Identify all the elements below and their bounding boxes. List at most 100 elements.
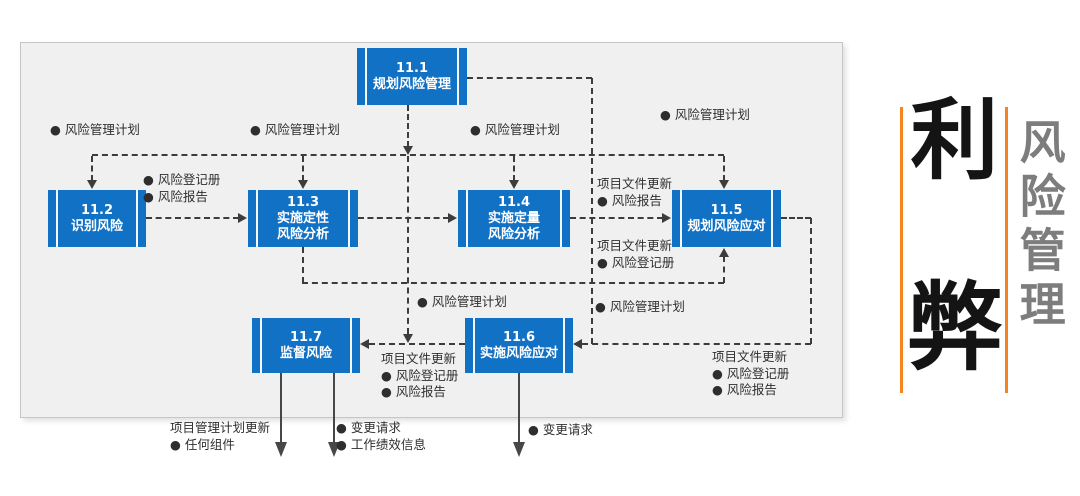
label-outputs-11-7-right: ● 变更请求● 工作绩效信息	[336, 420, 426, 453]
arrowhead-output-11-6	[513, 442, 525, 457]
arrowhead-into-11-4	[509, 180, 519, 189]
process-box-11-5: 11.5 规划风险应对	[672, 190, 781, 247]
arrowhead-into-11-5-top	[719, 180, 729, 189]
label-line: ● 风险报告	[143, 188, 208, 204]
connector-drop-11-5	[723, 156, 725, 181]
label-line: ● 风险登记册	[597, 254, 675, 270]
process-title: 风险分析	[276, 226, 329, 242]
arrowhead-into-11-2	[87, 180, 97, 189]
brand-char-top: 利	[910, 89, 999, 192]
arrowhead-onto-monitor-line	[403, 334, 413, 343]
label-line: ● 风险管理计划	[470, 122, 560, 137]
process-box-11-6: 11.6 实施风险应对	[465, 318, 573, 373]
brand-char-bottom: 弊	[906, 272, 1003, 384]
arrowhead-into-11-4-left	[448, 213, 457, 223]
process-title: 规划风险管理	[372, 76, 451, 92]
label-updates-into-11-6: 项目文件更新● 风险登记册● 风险报告	[712, 349, 789, 399]
output-arrow-11-7-right	[333, 373, 335, 443]
label-outputs-11-2: ● 风险登记册● 风险报告	[143, 172, 220, 205]
process-number: 11.3	[286, 194, 320, 210]
connector-11-3-to-11-4	[358, 217, 449, 219]
label-outputs-11-7-left: 项目管理计划更新● 任何组件	[170, 420, 270, 453]
connector-drop-11-4	[513, 156, 515, 181]
arrowhead-into-11-5-left	[662, 213, 671, 223]
process-number: 11.6	[502, 329, 536, 345]
label-updates-11-3-to-11-5: 项目文件更新● 风险登记册	[597, 238, 674, 271]
arrowhead-into-11-3-left	[238, 213, 247, 223]
label-rmp-to-11-6: ● 风险管理计划	[595, 299, 685, 316]
label-line: ● 风险登记册	[143, 172, 221, 187]
connector-11-1-right	[467, 77, 592, 79]
label-line: ● 风险报告	[381, 384, 446, 399]
label-line: ● 任何组件	[170, 436, 235, 452]
output-arrow-11-7-left	[280, 373, 282, 443]
label-rmp-to-11-4: ● 风险管理计划	[470, 122, 560, 139]
label-rmp-to-monitor-line: ● 风险管理计划	[417, 294, 507, 311]
label-line: ● 风险报告	[597, 192, 662, 208]
process-title: 实施定性	[276, 210, 329, 226]
connector-11-5-down-right	[810, 218, 812, 344]
connector-drop-11-2	[91, 156, 93, 181]
label-line: 项目文件更新	[712, 349, 788, 364]
label-updates-11-4-to-11-5: 项目文件更新● 风险报告	[597, 176, 672, 209]
label-line: ● 风险管理计划	[250, 122, 340, 137]
arrowhead-output-11-7-left	[275, 442, 287, 457]
process-title: 监督风险	[279, 345, 332, 361]
output-arrow-11-6	[518, 373, 520, 443]
process-title: 实施定量	[487, 210, 540, 226]
process-title: 规划风险应对	[687, 218, 766, 234]
label-line: ● 风险登记册	[712, 365, 790, 381]
connector-11-2-to-11-3	[146, 217, 239, 219]
connector-drop-11-3	[302, 156, 304, 181]
label-line: 项目文件更新	[597, 238, 673, 253]
accent-line-left	[900, 107, 903, 393]
label-rmp-to-11-3: ● 风险管理计划	[250, 122, 340, 139]
connector-11-1-down-lower	[407, 156, 409, 334]
label-line: ● 风险管理计划	[50, 122, 140, 137]
label-line: 项目文件更新	[381, 351, 457, 366]
label-line: ● 风险管理计划	[417, 294, 507, 309]
label-line: ● 风险报告	[712, 382, 777, 397]
arrowhead-into-11-5-bottom	[719, 248, 729, 257]
process-title: 风险分析	[487, 226, 540, 242]
label-line: ● 风险管理计划	[595, 299, 685, 314]
process-box-11-1: 11.1 规划风险管理	[357, 48, 467, 105]
connector-11-1-down	[407, 105, 409, 147]
arrowhead-output-11-7-right	[328, 442, 340, 457]
process-box-11-7: 11.7 监督风险	[252, 318, 360, 373]
label-line: 项目管理计划更新	[170, 420, 271, 435]
arrowhead-into-11-3	[298, 180, 308, 189]
connector-11-3-to-11-5-bottom	[302, 282, 724, 284]
process-title: 实施风险应对	[479, 345, 558, 361]
process-number: 11.5	[710, 202, 743, 218]
process-box-11-2: 11.2 识别风险	[48, 190, 146, 247]
arrowhead-11-1-to-row	[403, 146, 413, 155]
process-number: 11.7	[289, 329, 323, 345]
process-number: 11.2	[80, 202, 114, 218]
label-line: ● 变更请求	[336, 420, 401, 435]
connector-11-6-to-11-7	[369, 343, 465, 345]
label-line: ● 工作绩效信息	[336, 436, 426, 452]
connector-return-into-11-6	[582, 343, 811, 345]
label-line: ● 风险管理计划	[660, 107, 750, 122]
connector-11-4-to-11-5	[570, 217, 663, 219]
process-number: 11.1	[395, 60, 429, 76]
label-line: ● 风险登记册	[381, 367, 459, 383]
label-line: ● 变更请求	[528, 422, 593, 437]
process-title: 识别风险	[70, 218, 123, 234]
process-box-11-3: 11.3 实施定性 风险分析	[248, 190, 358, 247]
connector-11-3-bottom-down	[302, 247, 304, 283]
connector-11-1-to-11-6-vertical	[591, 78, 593, 344]
arrowhead-into-11-6	[573, 339, 582, 349]
label-rmp-to-11-5: ● 风险管理计划	[660, 107, 750, 124]
process-number: 11.4	[497, 194, 531, 210]
label-line: 项目文件更新	[597, 176, 673, 191]
connector-up-into-11-5	[723, 256, 725, 283]
connector-distribution-line	[92, 154, 724, 156]
process-box-11-4: 11.4 实施定量 风险分析	[458, 190, 570, 247]
label-outputs-11-6: ● 变更请求	[528, 422, 593, 439]
connector-11-5-exit-right	[781, 217, 811, 219]
accent-line-right	[1005, 107, 1008, 393]
label-updates-11-6-to-11-7: 项目文件更新● 风险登记册● 风险报告	[381, 351, 458, 401]
